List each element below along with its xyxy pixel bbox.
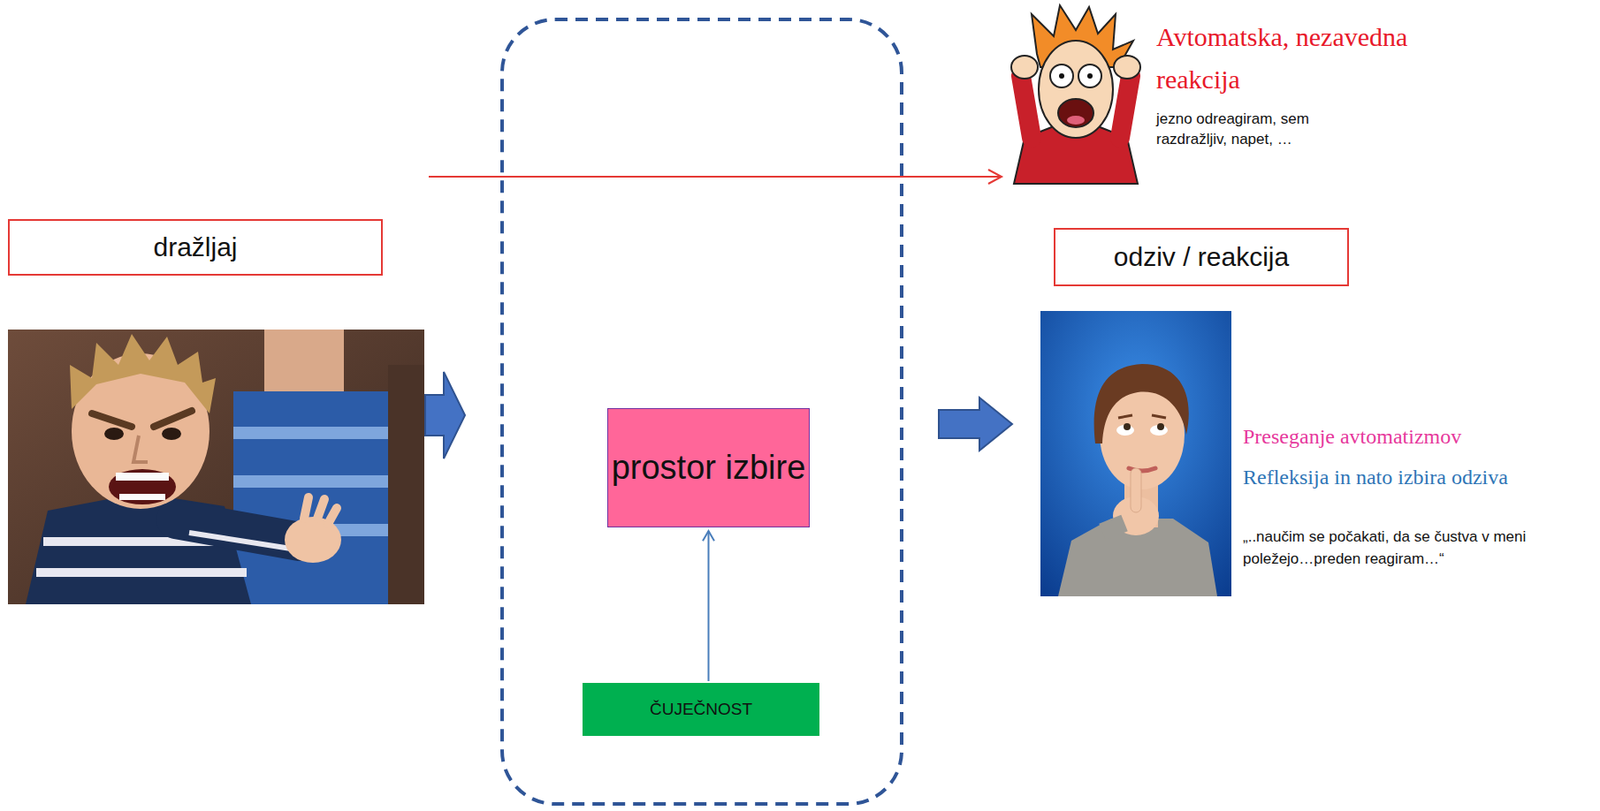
panic-cartoon-part [1038, 40, 1113, 138]
angry-boy-photo-part [233, 391, 389, 605]
mindful-heading: Preseganje avtomatizmov [1242, 424, 1588, 450]
panic-cartoon-part [1066, 115, 1085, 125]
connector-line [708, 531, 710, 682]
angry-boy-photo-part [115, 472, 169, 481]
panic-cartoon-part [1011, 55, 1038, 79]
thinking-woman-photo-part [1102, 523, 1125, 533]
angry-boy-photo-part [264, 329, 344, 392]
angry-boy-photo-part [133, 435, 148, 463]
automatic-note: jezno odreagiram, sem razdražljiv, napet… [1156, 109, 1362, 151]
automatic-arrow-part [428, 175, 1001, 178]
box-text: odziv / reakcija [1113, 242, 1289, 273]
thinking-woman-photo [1040, 311, 1232, 597]
angry-boy-photo-part [104, 427, 124, 441]
panic-cartoon-part [1078, 64, 1102, 88]
box-text: prostor izbire [611, 448, 807, 489]
response-box: odziv / reakcija [1053, 228, 1349, 287]
block-arrow [425, 372, 465, 459]
thinking-woman-photo-part [1040, 311, 1232, 597]
mindful-subheading: Refleksija in nato izbira odziva [1242, 464, 1588, 491]
quote-note: „..naučim se počakati, da se čustva v me… [1242, 526, 1548, 571]
angry-boy-photo-part [388, 365, 425, 605]
panic-cartoon-part [1050, 64, 1074, 88]
angry-boy-photo-part [189, 533, 291, 549]
automatic-heading: Avtomatska, nezavedna reakcija [1156, 15, 1440, 101]
panic-cartoon-part [1087, 73, 1093, 79]
mindfulness-box: ČUJEČNOST [582, 683, 820, 737]
panic-cartoon-part [1059, 73, 1065, 79]
thinking-woman-photo-part [1157, 423, 1165, 431]
angry-boy-photo-part [233, 426, 389, 440]
thinking-woman-photo-part [1130, 468, 1142, 513]
arrow-head [702, 531, 715, 541]
box-text: ČUJEČNOST [649, 700, 753, 720]
automatic-arrow [428, 169, 1002, 184]
panic-cartoon-part [1020, 76, 1032, 138]
thinking-woman-photo-part [1094, 364, 1189, 444]
angry-boy-photo-part [69, 334, 216, 414]
automatic-arrow-part [988, 169, 1002, 184]
box-text: dražljaj [152, 232, 237, 263]
angry-boy-photo-part [119, 494, 166, 501]
angry-boy-photo-part [233, 475, 389, 488]
panic-cartoon-part [1120, 76, 1131, 138]
angry-boy-photo [7, 329, 425, 605]
panic-cartoon-part [1113, 55, 1141, 79]
connector-arrow [702, 531, 715, 682]
stimulus-box: dražljaj [7, 219, 383, 276]
choice-region [502, 19, 902, 805]
angry-boy-photo-part [304, 497, 337, 525]
block-arrow [938, 397, 1013, 451]
panic-cartoon-part [1058, 99, 1094, 128]
angry-boy-photo-part [161, 427, 182, 441]
panic-cartoon [1011, 5, 1141, 184]
angry-boy-photo-part [108, 469, 176, 505]
choice-box: prostor izbire [607, 408, 810, 528]
angry-boy-photo-part [91, 411, 192, 427]
angry-boy-photo-part [7, 329, 425, 605]
thinking-woman-photo-part [1118, 415, 1166, 419]
thinking-woman-photo-part [1123, 423, 1131, 431]
